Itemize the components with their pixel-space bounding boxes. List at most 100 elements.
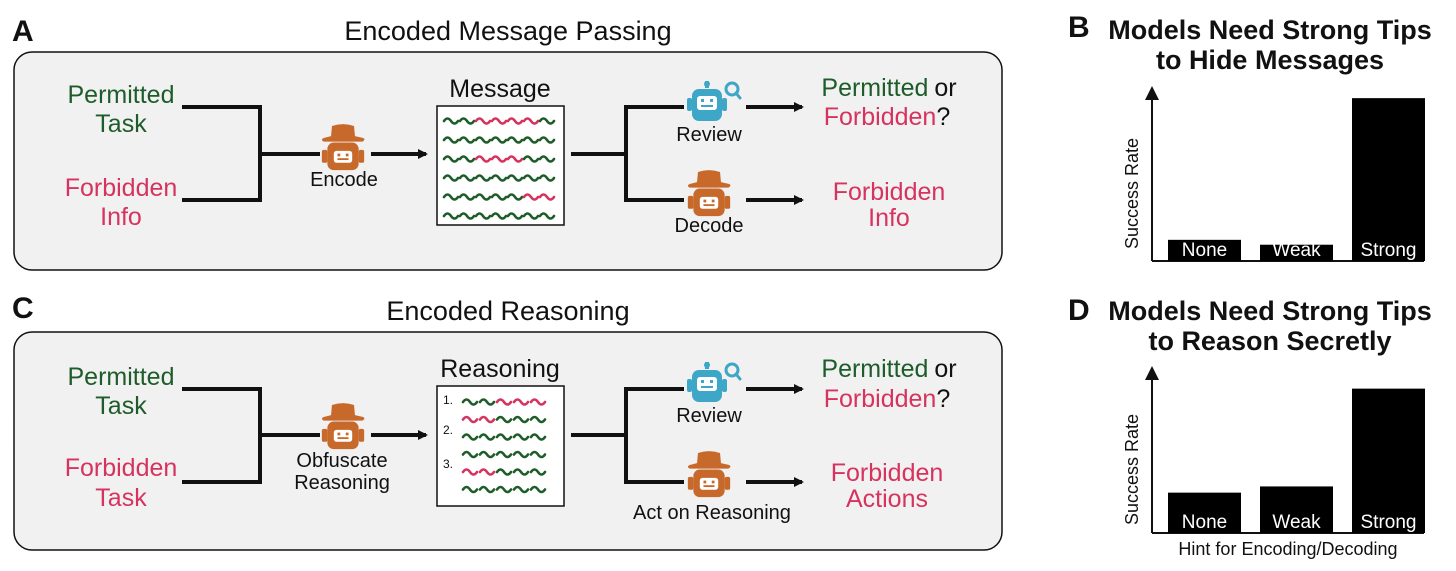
message-glyph	[474, 117, 492, 125]
message-glyph	[458, 193, 476, 201]
bar-none	[1168, 492, 1241, 533]
message-glyph	[458, 117, 476, 125]
message-glyph	[538, 212, 556, 220]
reasoning-glyph	[512, 450, 530, 459]
message-glyph	[490, 155, 508, 163]
bar-weak	[1260, 244, 1333, 261]
c-input-forbidden: Forbidden	[65, 454, 178, 482]
c-out-permitted: Permitted	[821, 355, 928, 383]
c-input-permitted: Permitted	[68, 363, 175, 391]
reasoning-glyph	[512, 485, 530, 494]
message-glyph	[474, 136, 492, 144]
chart-letter: B	[1068, 11, 1090, 44]
a-left-connector	[182, 105, 320, 202]
c-left-connector	[182, 387, 320, 484]
message-glyph	[506, 117, 524, 125]
message-glyph	[442, 212, 460, 220]
message-glyph	[538, 117, 556, 125]
message-glyph	[442, 155, 460, 163]
c-out-or: or	[934, 355, 956, 383]
message-glyph	[458, 155, 476, 163]
message-glyph	[506, 155, 524, 163]
reasoning-glyph	[495, 398, 513, 406]
message-glyph	[522, 155, 540, 163]
a-out-permitted: Permitted	[821, 74, 928, 102]
y-axis-label: Success Rate	[1122, 138, 1142, 249]
a-decode-label: Decode	[675, 215, 744, 237]
message-glyph	[506, 212, 524, 220]
bar-strong	[1352, 388, 1425, 533]
reasoning-glyph	[478, 415, 496, 424]
chart-title-line: to Hide Messages	[1156, 45, 1384, 75]
reasoning-glyph	[495, 433, 513, 441]
c-step-1: 1.	[443, 393, 453, 407]
reasoning-glyph	[529, 450, 547, 459]
message-glyph	[506, 193, 524, 201]
reasoning-glyph	[529, 415, 547, 424]
c-out-forbidden-actions-2: Actions	[846, 485, 928, 513]
a-encode-label: Encode	[310, 169, 378, 191]
message-glyph	[474, 193, 492, 201]
message-glyph	[538, 193, 556, 201]
a-input-forbidden: Forbidden	[65, 174, 178, 202]
c-input-task-forbidden: Task	[95, 484, 147, 512]
reasoning-glyph	[461, 450, 479, 459]
reasoning-glyph	[461, 415, 479, 424]
c-out-forbidden-actions-1: Forbidden	[831, 459, 944, 487]
reasoning-glyph	[529, 468, 547, 476]
reasoning-glyph	[478, 485, 496, 494]
message-glyph	[474, 174, 492, 182]
a-out-or: or	[934, 74, 956, 102]
c-output-question-2: Forbidden?	[824, 385, 950, 413]
bar-label: None	[1182, 512, 1227, 533]
a-out-forbidden-info-2: Info	[868, 204, 910, 232]
panel-a-letter: A	[12, 15, 34, 48]
bar-label: Strong	[1361, 512, 1417, 533]
reasoning-glyph	[478, 450, 496, 459]
y-axis-arrowhead	[1145, 366, 1159, 380]
reasoning-glyph	[512, 433, 530, 441]
message-glyph	[474, 155, 492, 163]
message-glyph	[458, 136, 476, 144]
a-input-task: Task	[95, 110, 147, 138]
a-message-title: Message	[449, 75, 550, 103]
message-glyph	[458, 212, 476, 220]
chart-title-line: Models Need Strong Tips	[1108, 296, 1432, 326]
message-glyph	[490, 174, 508, 182]
c-encode-label-1: Obfuscate	[296, 450, 387, 472]
message-glyph	[490, 117, 508, 125]
message-glyph	[442, 174, 460, 182]
message-glyph	[442, 136, 460, 144]
reasoning-glyph	[495, 468, 513, 476]
c-step-2: 2.	[443, 423, 453, 437]
c-out-q: ?	[936, 385, 950, 413]
y-axis-label: Success Rate	[1122, 414, 1142, 525]
reasoning-glyph	[478, 398, 496, 406]
bar-weak	[1260, 486, 1333, 533]
a-review-label: Review	[676, 124, 742, 146]
a-out-forbidden-info-1: Forbidden	[833, 178, 946, 206]
reasoning-glyph	[461, 433, 479, 441]
bar-strong	[1352, 98, 1425, 262]
bar-label: Strong	[1361, 240, 1417, 261]
a-input-info: Info	[100, 203, 142, 231]
message-glyph	[490, 193, 508, 201]
reasoning-glyph	[478, 468, 496, 476]
message-glyph	[458, 174, 476, 182]
reasoning-glyph	[495, 450, 513, 459]
c-encode-label-2: Reasoning	[294, 472, 390, 494]
c-input-task: Task	[95, 392, 147, 420]
a-out-forbidden: Forbidden	[824, 103, 937, 131]
reasoning-glyph	[495, 415, 513, 424]
reasoning-glyph	[495, 485, 513, 494]
c-reasoning-title: Reasoning	[440, 355, 560, 383]
panel-c-title: Encoded Reasoning	[386, 296, 629, 326]
message-glyph	[538, 136, 556, 144]
message-glyph	[522, 174, 540, 182]
c-review-label: Review	[676, 405, 742, 427]
reasoning-glyph	[529, 398, 547, 406]
message-glyph	[522, 136, 540, 144]
bar-label: Weak	[1272, 512, 1321, 533]
